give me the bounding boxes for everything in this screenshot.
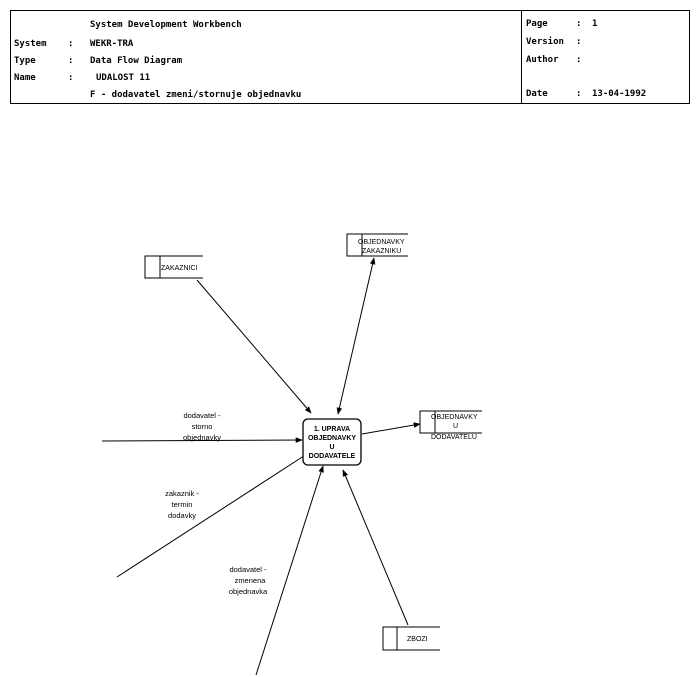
page-value: 1 xyxy=(592,19,598,29)
flow-storno-label-2: storno xyxy=(192,422,213,431)
flow-process-obj-zakazniku xyxy=(336,257,376,415)
store-zbozi-label: ZBOZI xyxy=(407,636,428,643)
store-obj-dodavateli-line-2: U xyxy=(453,423,458,430)
flow-zakaznici-to-process xyxy=(196,279,312,414)
system-label: System xyxy=(14,39,47,49)
author-label: Author xyxy=(526,55,559,65)
process-line-2: OBJEDNAVKY xyxy=(308,435,356,442)
flow-zmena-label-1: dodavatel - xyxy=(229,565,267,574)
store-zakaznici-label: ZAKAZNICI xyxy=(161,265,198,272)
flow-zmena-label-2: zmenena xyxy=(235,576,267,585)
store-zbozi: ZBOZI xyxy=(382,626,440,651)
process-line-3: U xyxy=(329,444,334,451)
flow-storno xyxy=(101,437,303,443)
process-line-4: DODAVATELE xyxy=(309,453,356,460)
store-objednavky-dodavateli: OBJEDNAVKY U DODAVATELU xyxy=(419,410,482,441)
date-colon: : xyxy=(576,89,582,99)
flow-zbozi-to-process xyxy=(342,469,409,626)
type-value: Data Flow Diagram xyxy=(90,56,183,66)
page-colon: : xyxy=(576,19,582,29)
flow-termin-label-1: zakaznik - xyxy=(165,489,199,498)
store-obj-zakazniku-line-2: ZAKAZNIKU xyxy=(362,248,401,255)
version-colon: : xyxy=(576,37,582,47)
type-label: Type xyxy=(14,56,36,66)
process-uprava-objednavky: 1. UPRAVA OBJEDNAVKY U DODAVATELE xyxy=(302,418,362,466)
system-value: WEKR-TRA xyxy=(90,39,134,49)
header-title: System Development Workbench xyxy=(90,20,242,30)
diagram-description: F - dodavatel zmeni/stornuje objednavku xyxy=(90,90,302,100)
store-obj-zakazniku-line-1: OBJEDNAVKY xyxy=(358,239,405,246)
flow-zmena xyxy=(255,465,324,676)
flow-storno-label-3: objednavky xyxy=(183,433,221,442)
header-divider xyxy=(521,11,522,103)
date-label: Date xyxy=(526,89,548,99)
header-block xyxy=(10,10,690,104)
store-zakaznici: ZAKAZNICI xyxy=(144,255,203,279)
flow-termin-label-2: termin xyxy=(172,500,193,509)
store-obj-dodavateli-line-1: OBJEDNAVKY xyxy=(431,414,478,421)
flow-termin-label-3: dodavky xyxy=(168,511,196,520)
flow-zmena-label-3: objednavka xyxy=(229,587,268,596)
flow-storno-label-1: dodavatel - xyxy=(183,411,221,420)
flow-termin xyxy=(116,451,311,578)
type-colon: : xyxy=(68,56,74,66)
author-colon: : xyxy=(576,55,582,65)
name-label: Name xyxy=(14,73,36,83)
store-objednavky-zakazniku: OBJEDNAVKY ZAKAZNIKU xyxy=(346,233,408,257)
name-value: UDALOST 11 xyxy=(96,73,151,83)
version-label: Version xyxy=(526,37,564,47)
flow-process-to-obj-dodavateli xyxy=(361,422,421,435)
store-obj-dodavateli-line-3: DODAVATELU xyxy=(431,434,477,441)
name-colon: : xyxy=(68,73,74,83)
date-value: 13-04-1992 xyxy=(592,89,647,99)
page-label: Page xyxy=(526,19,548,29)
system-colon: : xyxy=(68,39,74,49)
process-line-1: 1. UPRAVA xyxy=(314,426,350,433)
